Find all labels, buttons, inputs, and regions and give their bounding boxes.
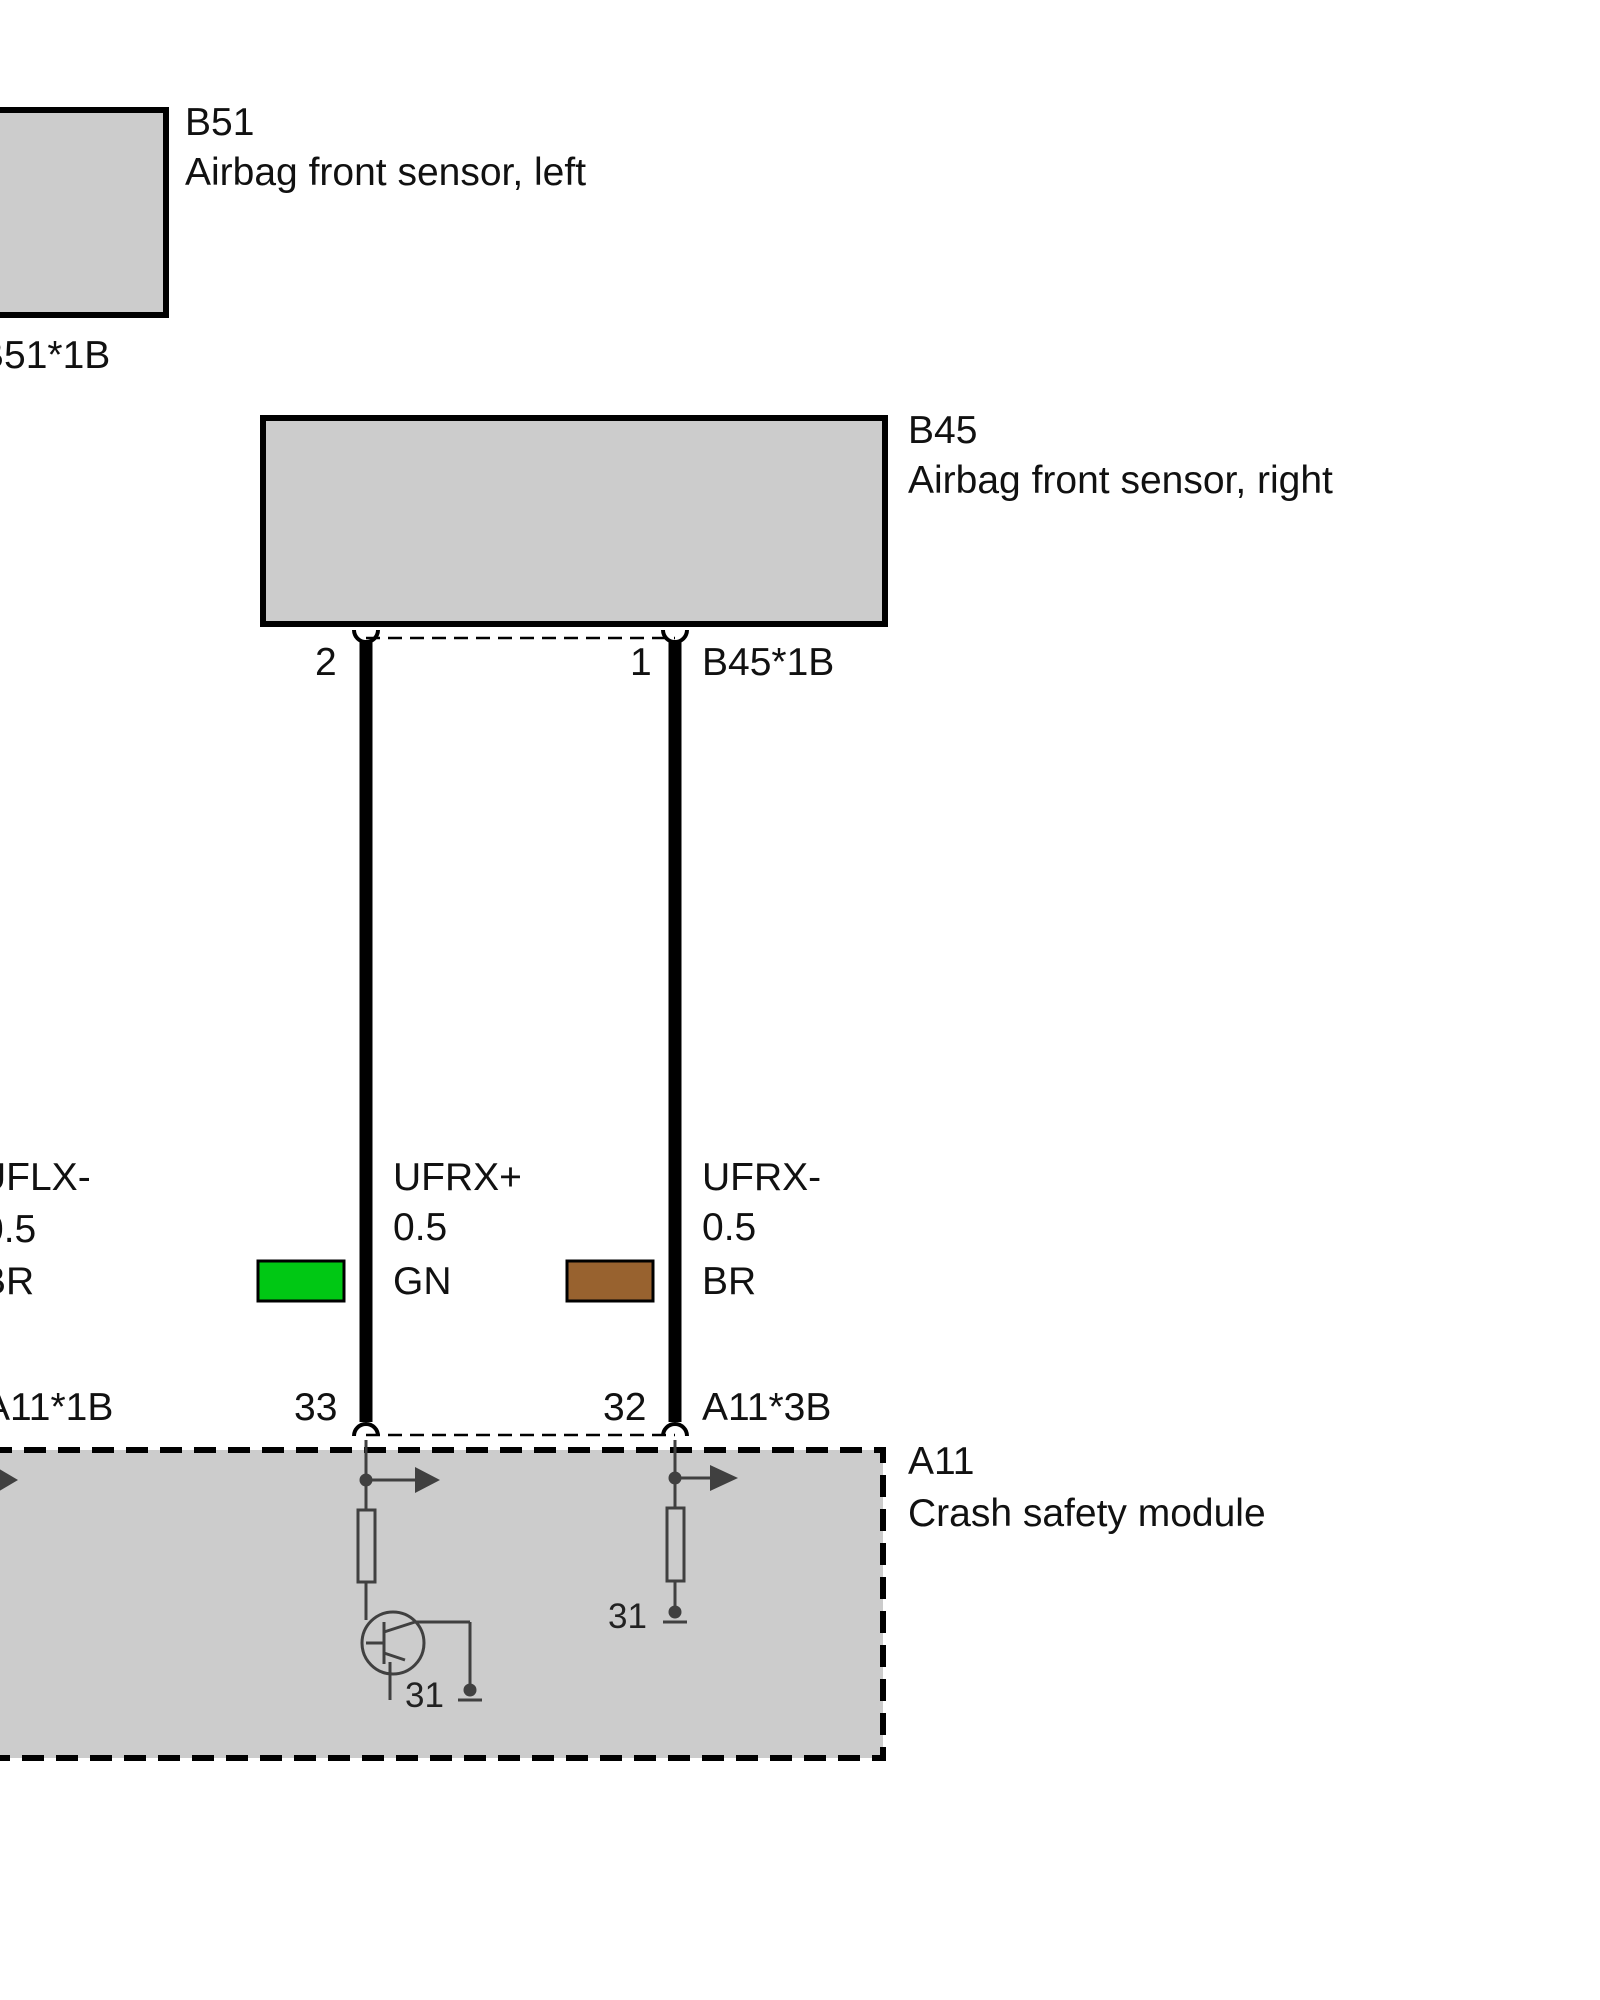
wire-ufrx-minus-size: 0.5 — [702, 1206, 756, 1249]
b51-name: Airbag front sensor, left — [185, 151, 586, 194]
wire-ufrx-plus-signal: UFRX+ — [393, 1156, 522, 1199]
b45-name: Airbag front sensor, right — [908, 459, 1333, 502]
wire-uflx-minus-size: 0.5 — [0, 1208, 36, 1251]
wire-ufrx-plus-color-code: GN — [393, 1260, 452, 1303]
a11-internal-circuit-32 — [663, 1440, 738, 1624]
b45-connector-label: B45*1B — [702, 641, 834, 684]
b51-connector: B51*1B — [0, 334, 110, 377]
wire-ufrx-minus-color-code: BR — [702, 1260, 756, 1303]
a11-connector-left-label: A11*1B — [0, 1386, 113, 1429]
a11-pin-33-label: 33 — [294, 1386, 337, 1429]
a11-id: A11 — [908, 1440, 975, 1483]
wire-uflx-minus-signal: UFLX- — [0, 1156, 91, 1199]
wire-ufrx-plus-size: 0.5 — [393, 1206, 447, 1249]
a11-connector-right-label: A11*3B — [702, 1386, 831, 1429]
b45-pin-2[interactable] — [352, 629, 380, 644]
b45-pin-1-label: 1 — [630, 641, 652, 684]
wire-ufrx-minus-signal: UFRX- — [702, 1156, 821, 1199]
b45-pin-1[interactable] — [661, 629, 689, 644]
wire-ufrx-plus-color-swatch — [256, 1259, 346, 1303]
a11-pin-33[interactable] — [352, 1422, 380, 1437]
a11-ground-31-right: 31 — [608, 1597, 647, 1636]
b45-pin-2-label: 2 — [315, 641, 337, 684]
b51-id: B51 — [185, 101, 254, 144]
a11-ground-31-left: 31 — [405, 1676, 444, 1715]
b45-id: B45 — [908, 409, 977, 452]
wire-uflx-minus-color-code: BR — [0, 1260, 34, 1303]
a11-pin-32-label: 32 — [603, 1386, 646, 1429]
wire-ufrx-minus-color-swatch — [565, 1259, 655, 1303]
b45-component-box[interactable] — [260, 415, 888, 627]
a11-internal-circuit-33 — [356, 1440, 482, 1702]
a11-pin-32[interactable] — [661, 1422, 689, 1437]
a11-left-arrow-icon — [0, 1469, 18, 1491]
a11-name: Crash safety module — [908, 1492, 1266, 1535]
a11-component-box[interactable] — [0, 1447, 886, 1761]
b51-component-box[interactable] — [0, 107, 169, 318]
